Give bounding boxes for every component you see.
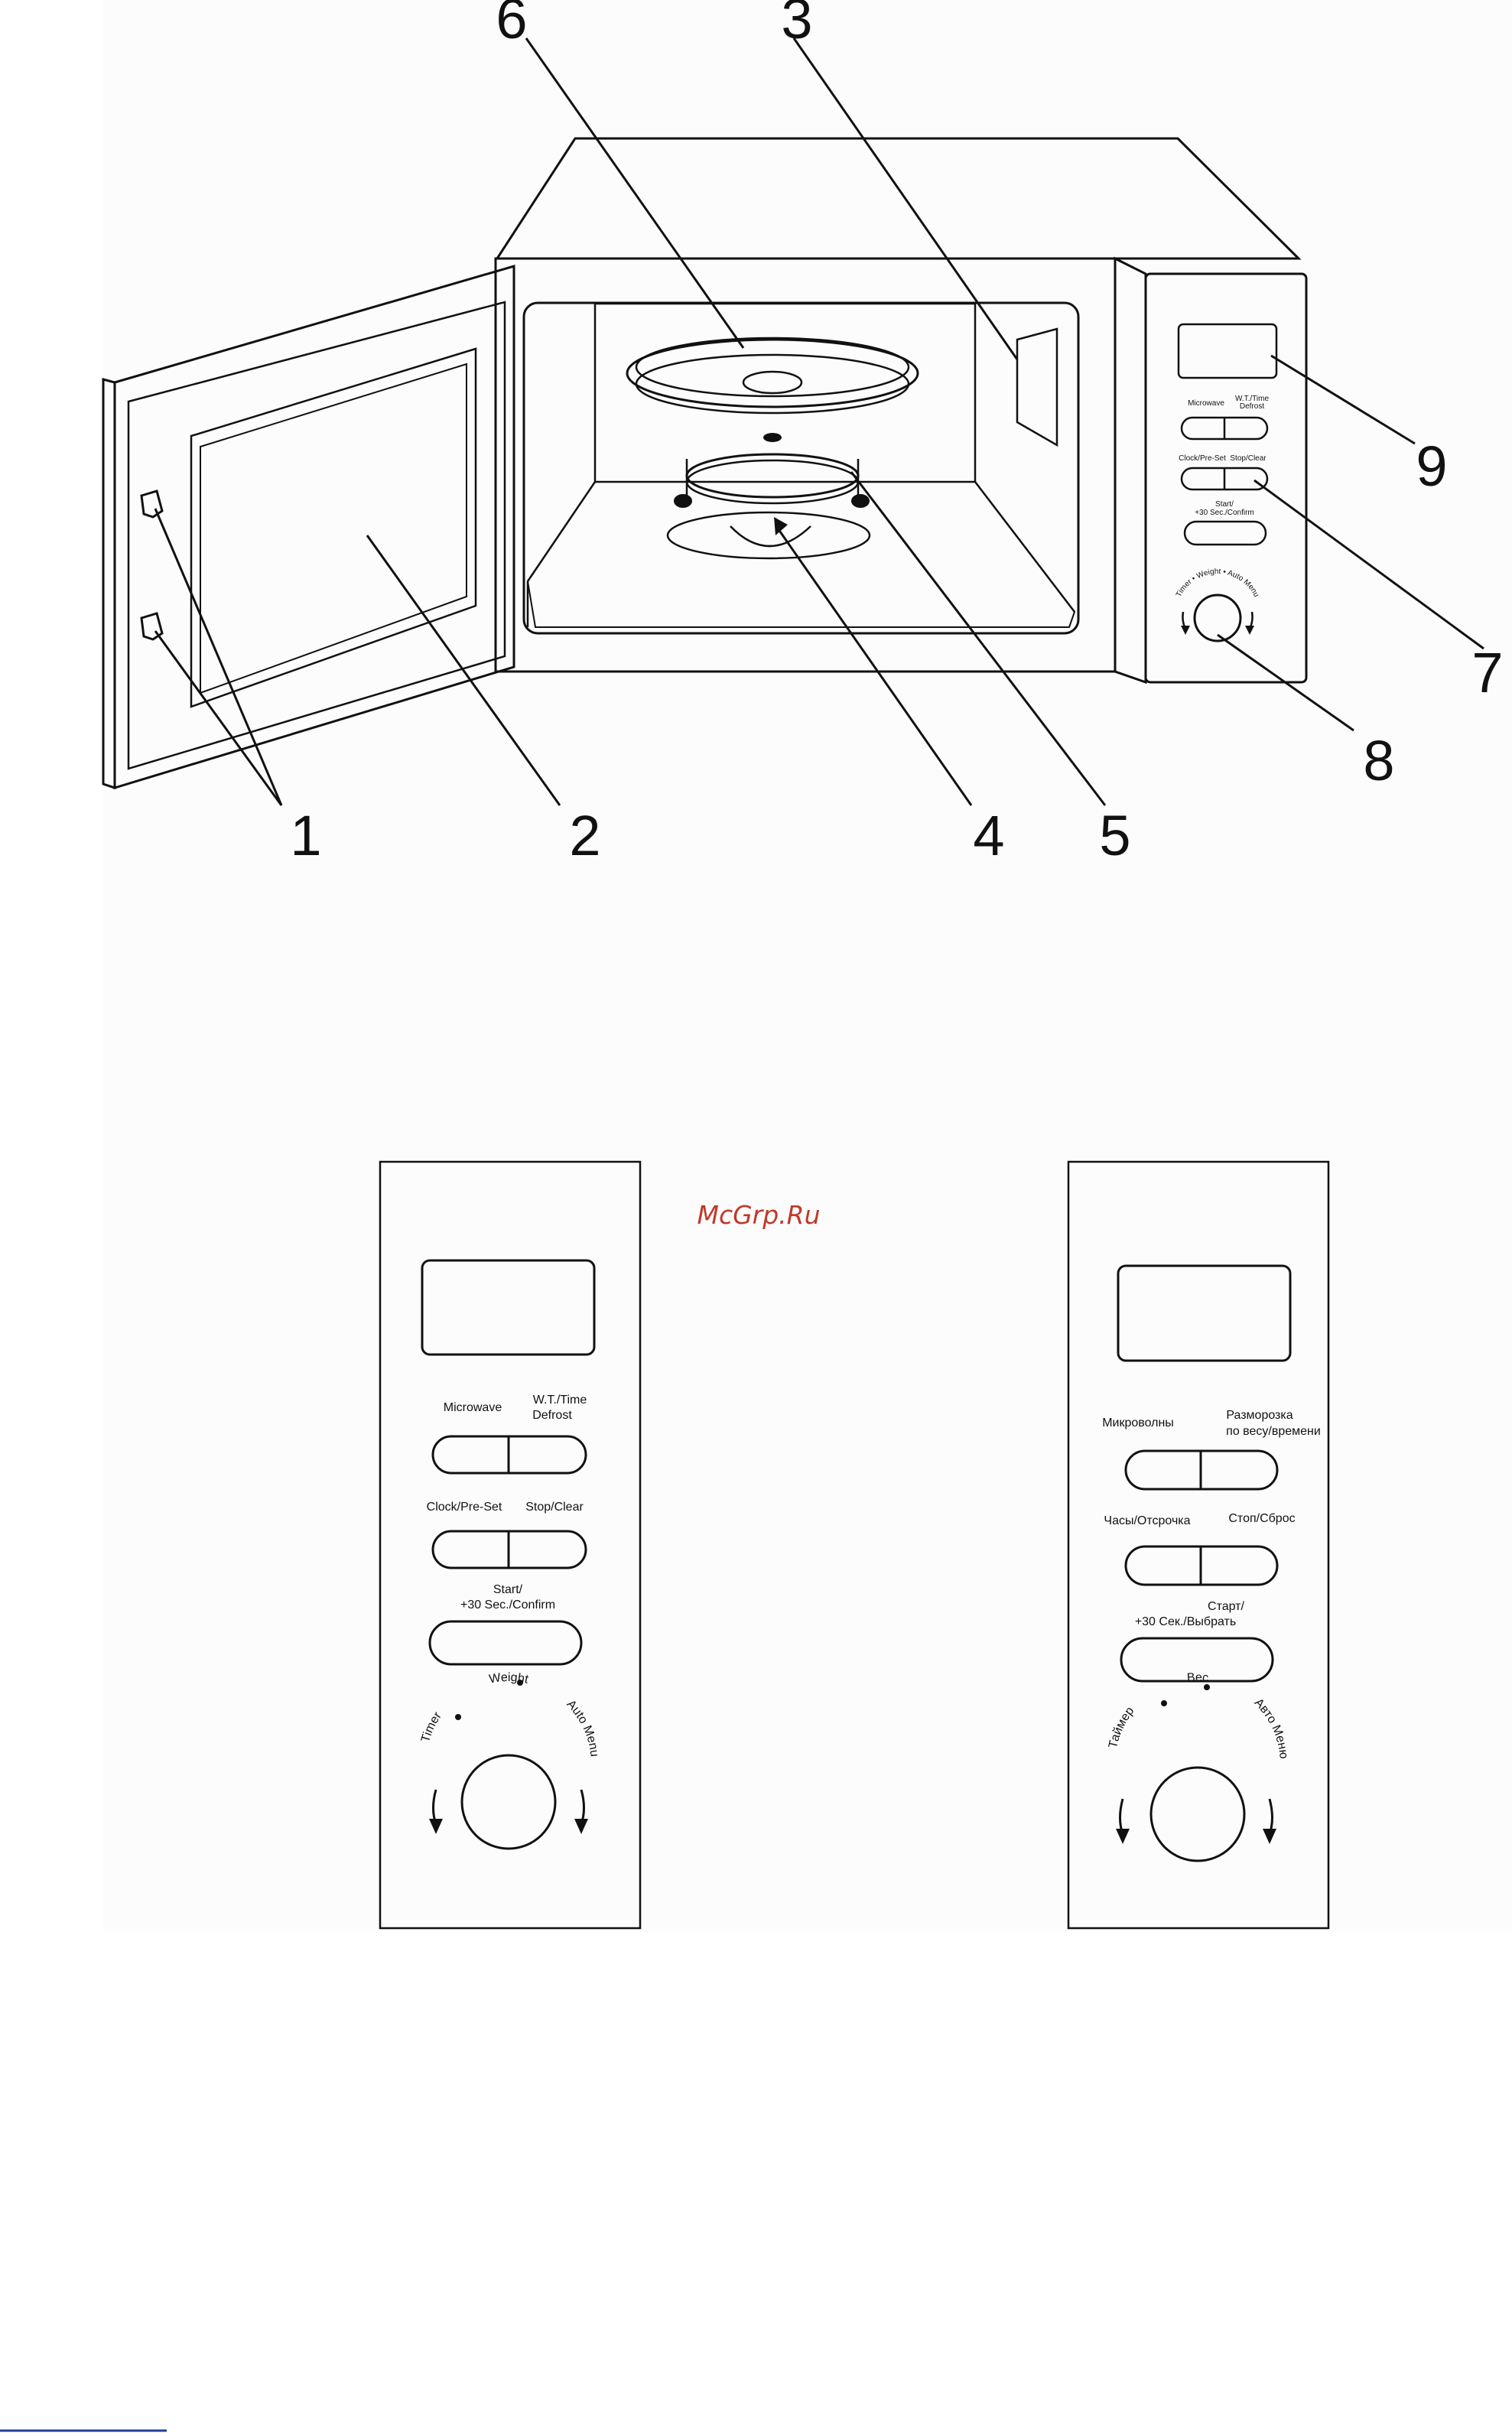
callout-7: 7 [1471, 641, 1503, 704]
microwave-illustration: Microwave W.T./Time Defrost Clock/Pre-Se… [102, 0, 1504, 867]
callout-9: 9 [1416, 434, 1447, 498]
leader-lines [154, 37, 1484, 806]
en-label-defrost: Defrost [532, 1409, 572, 1422]
en-control-dial[interactable] [460, 1754, 557, 1850]
en-label-microwave: Microwave [444, 1401, 502, 1414]
ru-label-clock: Часы/Отсрочка [1104, 1514, 1190, 1527]
en-dial-label-weight: Weight [488, 1671, 529, 1686]
ru-label-microwave: Микроволны [1102, 1416, 1174, 1429]
small-label-stop: Stop/Clear [1230, 454, 1267, 463]
glass-tray [626, 337, 919, 415]
waveguide-cover [1016, 327, 1058, 447]
ru-label-defrost-2: по весу/времени [1226, 1425, 1321, 1438]
en-label-stop: Stop/Clear [525, 1501, 584, 1514]
en-label-wt-time: W.T./Time [533, 1394, 587, 1407]
russian-display [1117, 1264, 1292, 1362]
callout-8: 8 [1363, 729, 1394, 792]
ru-label-start-30: +30 Сек./Выбрать [1135, 1615, 1236, 1628]
callout-4: 4 [973, 804, 1004, 867]
control-dial [1193, 594, 1242, 642]
small-label-start-30: +30 Sec./Confirm [1195, 509, 1254, 517]
en-label-start-30: +30 Sec./Confirm [460, 1599, 555, 1612]
ru-dial-label-weight: Вес [1186, 1671, 1208, 1685]
ru-start-button[interactable] [1120, 1637, 1274, 1683]
callout-6: 6 [496, 0, 527, 50]
watermark: McGrp.Ru [697, 1200, 820, 1230]
en-start-button[interactable] [428, 1620, 583, 1666]
callout-2: 2 [569, 804, 600, 867]
ru-control-dial[interactable] [1149, 1766, 1246, 1862]
roller-ring [674, 433, 870, 508]
ru-label-stop: Стоп/Сброс [1228, 1512, 1295, 1525]
en-label-start: Start/ [493, 1583, 523, 1596]
english-display [421, 1259, 596, 1356]
callout-5: 5 [1099, 804, 1130, 867]
en-label-clock: Clock/Pre-Set [427, 1501, 502, 1514]
ru-label-defrost: Разморозка [1226, 1409, 1293, 1422]
callout-numbers: 1 2 3 4 5 6 7 8 9 [290, 0, 1503, 867]
small-label-clock: Clock/Pre-Set [1179, 454, 1226, 463]
door [102, 265, 515, 790]
small-label-microwave: Microwave [1188, 399, 1224, 408]
small-label-defrost: Defrost [1240, 402, 1264, 411]
callout-1: 1 [290, 804, 321, 867]
callout-3: 3 [781, 0, 812, 50]
display-window [1177, 323, 1278, 379]
small-label-start: Start/ [1215, 500, 1234, 509]
russian-control-panel: Микроволны Разморозка по весу/времени Ча… [1067, 1160, 1330, 1930]
ru-label-start: Старт/ [1208, 1600, 1244, 1613]
door-window [190, 347, 477, 708]
small-label-wt-time: W.T./Time [1235, 395, 1270, 403]
turntable-shaft [666, 511, 871, 560]
